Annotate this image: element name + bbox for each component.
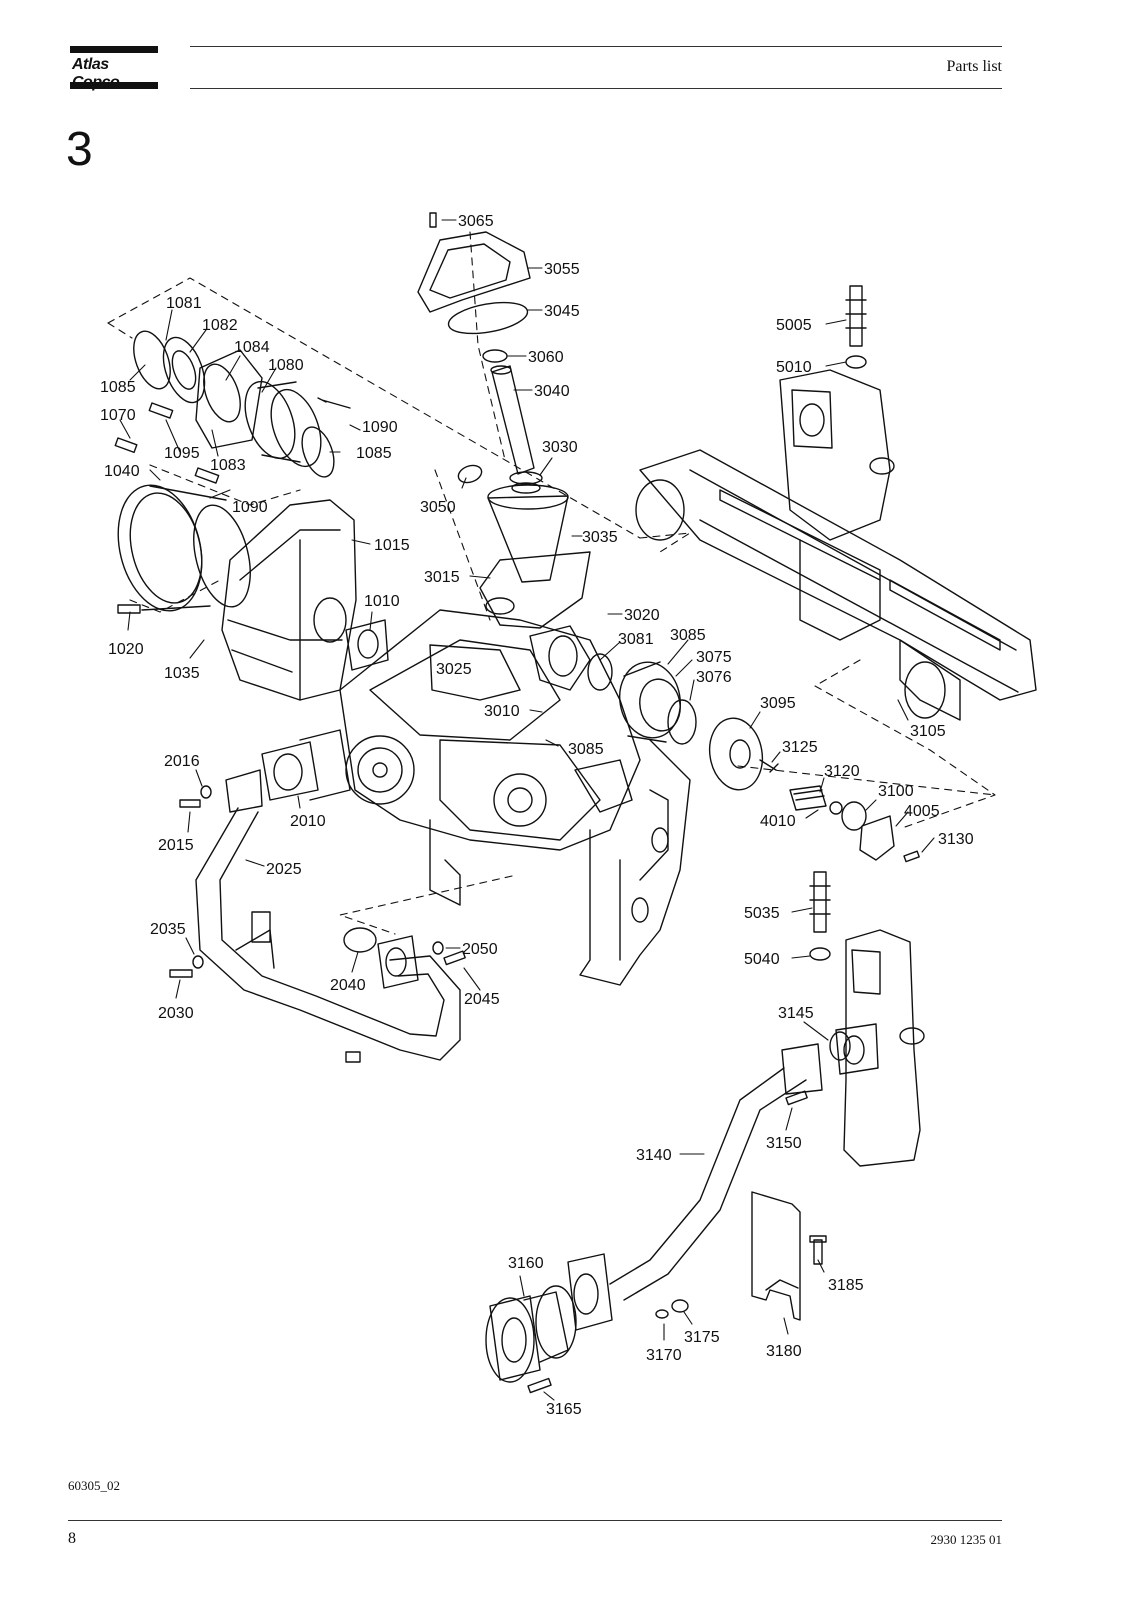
callout-3050: 3050: [420, 499, 456, 516]
logo-top-bar: [70, 46, 158, 53]
callout-3165: 3165: [546, 1401, 582, 1418]
callout-3015: 3015: [424, 569, 460, 586]
callout-3085-a: 3085: [670, 627, 706, 644]
callout-3065: 3065: [458, 213, 494, 230]
header-bottom-rule: [190, 88, 1002, 89]
page-number: 8: [68, 1530, 76, 1547]
callout-3160: 3160: [508, 1255, 544, 1272]
callout-3075: 3075: [696, 649, 732, 666]
footer-rule: [68, 1520, 1002, 1521]
header-top-rule: [190, 46, 1002, 47]
discharge-pipe-lower: [485, 1043, 823, 1394]
callout-1040: 1040: [104, 463, 140, 480]
callout-3145: 3145: [778, 1005, 814, 1022]
callout-3076: 3076: [696, 669, 732, 686]
section-number: 3: [66, 123, 93, 176]
callout-3100: 3100: [878, 783, 914, 800]
callout-2050: 2050: [462, 941, 498, 958]
callout-3185: 3185: [828, 1277, 864, 1294]
support-bracket: [751, 1191, 827, 1321]
logo-bottom-bar: [70, 82, 158, 89]
callout-3170: 3170: [646, 1347, 682, 1364]
callout-3025: 3025: [436, 661, 472, 678]
callout-4005: 4005: [904, 803, 940, 820]
separator-housing: [635, 285, 1037, 721]
callout-3095: 3095: [760, 695, 796, 712]
callout-3035: 3035: [582, 529, 618, 546]
callout-2035: 2035: [150, 921, 186, 938]
callout-1083: 1083: [210, 457, 246, 474]
callout-1085-a: 1085: [100, 379, 136, 396]
callout-labels: 1081 1082 1084 1080 1085 1070 1095 1083 …: [100, 213, 974, 1418]
callout-3105: 3105: [910, 723, 946, 740]
callout-2045: 2045: [464, 991, 500, 1008]
silencer-body: [221, 499, 389, 701]
atlas-copco-logo: Atlas Copco: [70, 46, 158, 91]
callout-1085-b: 1085: [356, 445, 392, 462]
callout-1082: 1082: [202, 317, 238, 334]
callout-2025: 2025: [266, 861, 302, 878]
callout-4010: 4010: [760, 813, 796, 830]
lower-right-housing: [809, 871, 925, 1167]
callout-3180: 3180: [766, 1343, 802, 1360]
callout-1090-b: 1090: [232, 499, 268, 516]
callout-3140: 3140: [636, 1147, 672, 1164]
callout-3175: 3175: [684, 1329, 720, 1346]
callout-1035: 1035: [164, 665, 200, 682]
intake-cone-assembly: [457, 349, 591, 691]
callout-3081: 3081: [618, 631, 654, 648]
callout-1010: 1010: [364, 593, 400, 610]
callout-1020: 1020: [108, 641, 144, 658]
compressor-block: [339, 609, 691, 986]
callout-2010: 2010: [290, 813, 326, 830]
callout-5040: 5040: [744, 951, 780, 968]
callout-1081: 1081: [166, 295, 202, 312]
callout-3040: 3040: [534, 383, 570, 400]
callout-1090-a: 1090: [362, 419, 398, 436]
callout-3125: 3125: [782, 739, 818, 756]
callout-1015: 1015: [374, 537, 410, 554]
page-header-title: Parts list: [946, 58, 1002, 75]
leader-lines: [119, 219, 935, 1401]
callout-1095: 1095: [164, 445, 200, 462]
intake-housing: [117, 484, 251, 614]
callout-3120: 3120: [824, 763, 860, 780]
document-number: 2930 1235 01: [930, 1532, 1003, 1547]
callout-2015: 2015: [158, 837, 194, 854]
callout-2016: 2016: [164, 753, 200, 770]
callout-5035: 5035: [744, 905, 780, 922]
callout-3085-b: 3085: [568, 741, 604, 758]
callout-5005: 5005: [776, 317, 812, 334]
callout-1080: 1080: [268, 357, 304, 374]
callout-2040: 2040: [330, 977, 366, 994]
callout-2030: 2030: [158, 1005, 194, 1022]
callout-1070: 1070: [100, 407, 136, 424]
callout-3030: 3030: [542, 439, 578, 456]
figure-code: 60305_02: [68, 1478, 120, 1493]
outlet-side-parts: [587, 653, 920, 863]
assembly-guide-lines: [107, 231, 996, 935]
callout-5010: 5010: [776, 359, 812, 376]
callout-1084: 1084: [234, 339, 270, 356]
left-hardware: [169, 785, 466, 978]
callout-3010: 3010: [484, 703, 520, 720]
callout-3055: 3055: [544, 261, 580, 278]
top-cover: [417, 212, 531, 335]
callout-3060: 3060: [528, 349, 564, 366]
discharge-pipe-left: [195, 729, 461, 1063]
callout-3130: 3130: [938, 831, 974, 848]
callout-3020: 3020: [624, 607, 660, 624]
callout-3150: 3150: [766, 1135, 802, 1152]
callout-3045: 3045: [544, 303, 580, 320]
